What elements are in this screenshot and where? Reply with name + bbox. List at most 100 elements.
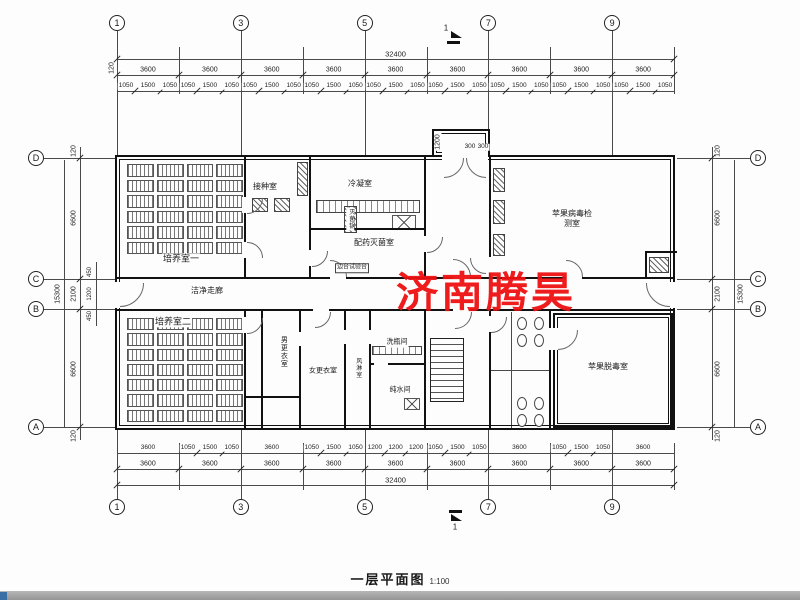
autoclave-label: 灭菌锅 (346, 207, 354, 231)
door-arc (455, 312, 472, 329)
axis-bubble: D (28, 150, 44, 166)
axis-bubble: 3 (232, 15, 249, 31)
door-arc (491, 317, 507, 333)
axis-bubble: A (750, 419, 766, 435)
door-arc (247, 318, 263, 334)
clean-bench-hatch (274, 198, 290, 212)
wall-opening (670, 282, 679, 308)
section-cut-line (449, 510, 462, 513)
dim-label: 1500 (634, 81, 652, 90)
door-arc (312, 251, 328, 267)
cabinet-hatch (493, 234, 505, 256)
rack-shelf (127, 409, 154, 422)
dim-label: 3600 (139, 443, 157, 452)
rack-shelf (186, 333, 214, 346)
rack-shelf (216, 409, 243, 422)
dimension-line (117, 59, 675, 60)
rack-shelf (156, 363, 184, 377)
rack-shelf (186, 409, 214, 422)
rack-shelf (156, 333, 184, 346)
door-arc (427, 237, 443, 253)
dim-label: 1050 (179, 81, 197, 90)
dim-label: 3600 (262, 66, 281, 74)
dim-label: 1500 (263, 81, 280, 90)
dim-label: 1500 (449, 81, 466, 90)
interior-wall (299, 310, 301, 430)
interior-wall (261, 310, 263, 430)
wall-opening (374, 361, 388, 368)
dim-label: 1050 (471, 443, 488, 452)
wall-opening (242, 242, 249, 258)
dim-label: 1050 (656, 81, 674, 90)
dim-label: 1050 (365, 81, 382, 90)
toilet-fixture (517, 334, 527, 347)
dim-label: 1050 (594, 81, 612, 90)
interior-wall (549, 310, 551, 430)
dimension-line (117, 485, 675, 486)
axis-line (240, 31, 242, 157)
rack-shelf (186, 394, 214, 407)
axis-line (117, 428, 118, 499)
door-arc (247, 242, 263, 258)
detox-room-inner-wall (553, 313, 673, 428)
dim-label: 1500 (573, 443, 590, 452)
dim-label: 3600 (201, 66, 219, 74)
rack-shelf (127, 333, 154, 346)
room-label-bottle-washing: 洗瓶间 (385, 338, 409, 348)
wall-opening (296, 332, 303, 346)
extension-line (550, 47, 552, 94)
dim-label: 3600 (201, 460, 219, 468)
dim-label: 120 (70, 144, 78, 158)
axis-bubble: B (750, 301, 766, 317)
interior-wall (369, 310, 371, 430)
bottom-bar-accent (0, 592, 7, 600)
dim-label: 1050 (612, 81, 630, 90)
dim-label: 3600 (510, 66, 529, 74)
axis-line (677, 158, 750, 159)
dimension-line (117, 75, 675, 76)
rack-shelf (216, 379, 243, 392)
axis-bubble: 9 (604, 15, 621, 31)
dim-label: 1050 (347, 443, 364, 452)
dim-label: 2100 (714, 285, 722, 303)
axis-line (240, 428, 242, 499)
interior-wall (244, 310, 246, 430)
dim-label: 1500 (387, 81, 404, 90)
rack-shelf (127, 363, 154, 377)
rack-shelf (156, 179, 184, 192)
rack-shelf (216, 179, 243, 192)
room-label-cultivation-1: 培养室一 (161, 253, 201, 265)
axis-bubble: 9 (604, 499, 621, 515)
rack-shelf (186, 164, 214, 177)
dim-label: 3600 (572, 460, 591, 468)
room-label-apple-detox: 苹果脱毒室 (587, 362, 629, 372)
dimension-line (117, 453, 675, 454)
dim-label: 1050 (427, 443, 444, 452)
axis-bubble: C (28, 271, 44, 287)
bottom-scrollbar[interactable] (0, 591, 800, 600)
culture-rack-room1 (127, 164, 243, 254)
rack-shelf (127, 179, 154, 192)
rack-shelf (156, 195, 184, 208)
toilet-fixture (534, 334, 544, 347)
dim-label: 3600 (324, 460, 343, 468)
dim-label: 3600 (386, 66, 405, 74)
wall-opening (422, 236, 429, 252)
rack-shelf (186, 348, 214, 361)
dim-label: 1050 (489, 81, 506, 90)
extension-line (426, 47, 428, 94)
dim-label: 1050 (285, 81, 302, 90)
room-label-inoculation: 接种室 (252, 182, 278, 192)
rack-shelf (127, 210, 154, 223)
rack-shelf (156, 379, 184, 392)
room-label-air-shower: 风淋室 (353, 356, 361, 380)
dim-label: 15300 (737, 283, 745, 305)
dim-label: 120 (70, 429, 78, 443)
wall-opening (549, 328, 558, 350)
dim-label: 1050 (117, 81, 135, 90)
axis-line (612, 428, 614, 499)
axis-bubble: D (750, 150, 766, 166)
dim-label: 3600 (324, 66, 343, 74)
rack-shelf (127, 226, 154, 239)
axis-line (677, 309, 750, 310)
